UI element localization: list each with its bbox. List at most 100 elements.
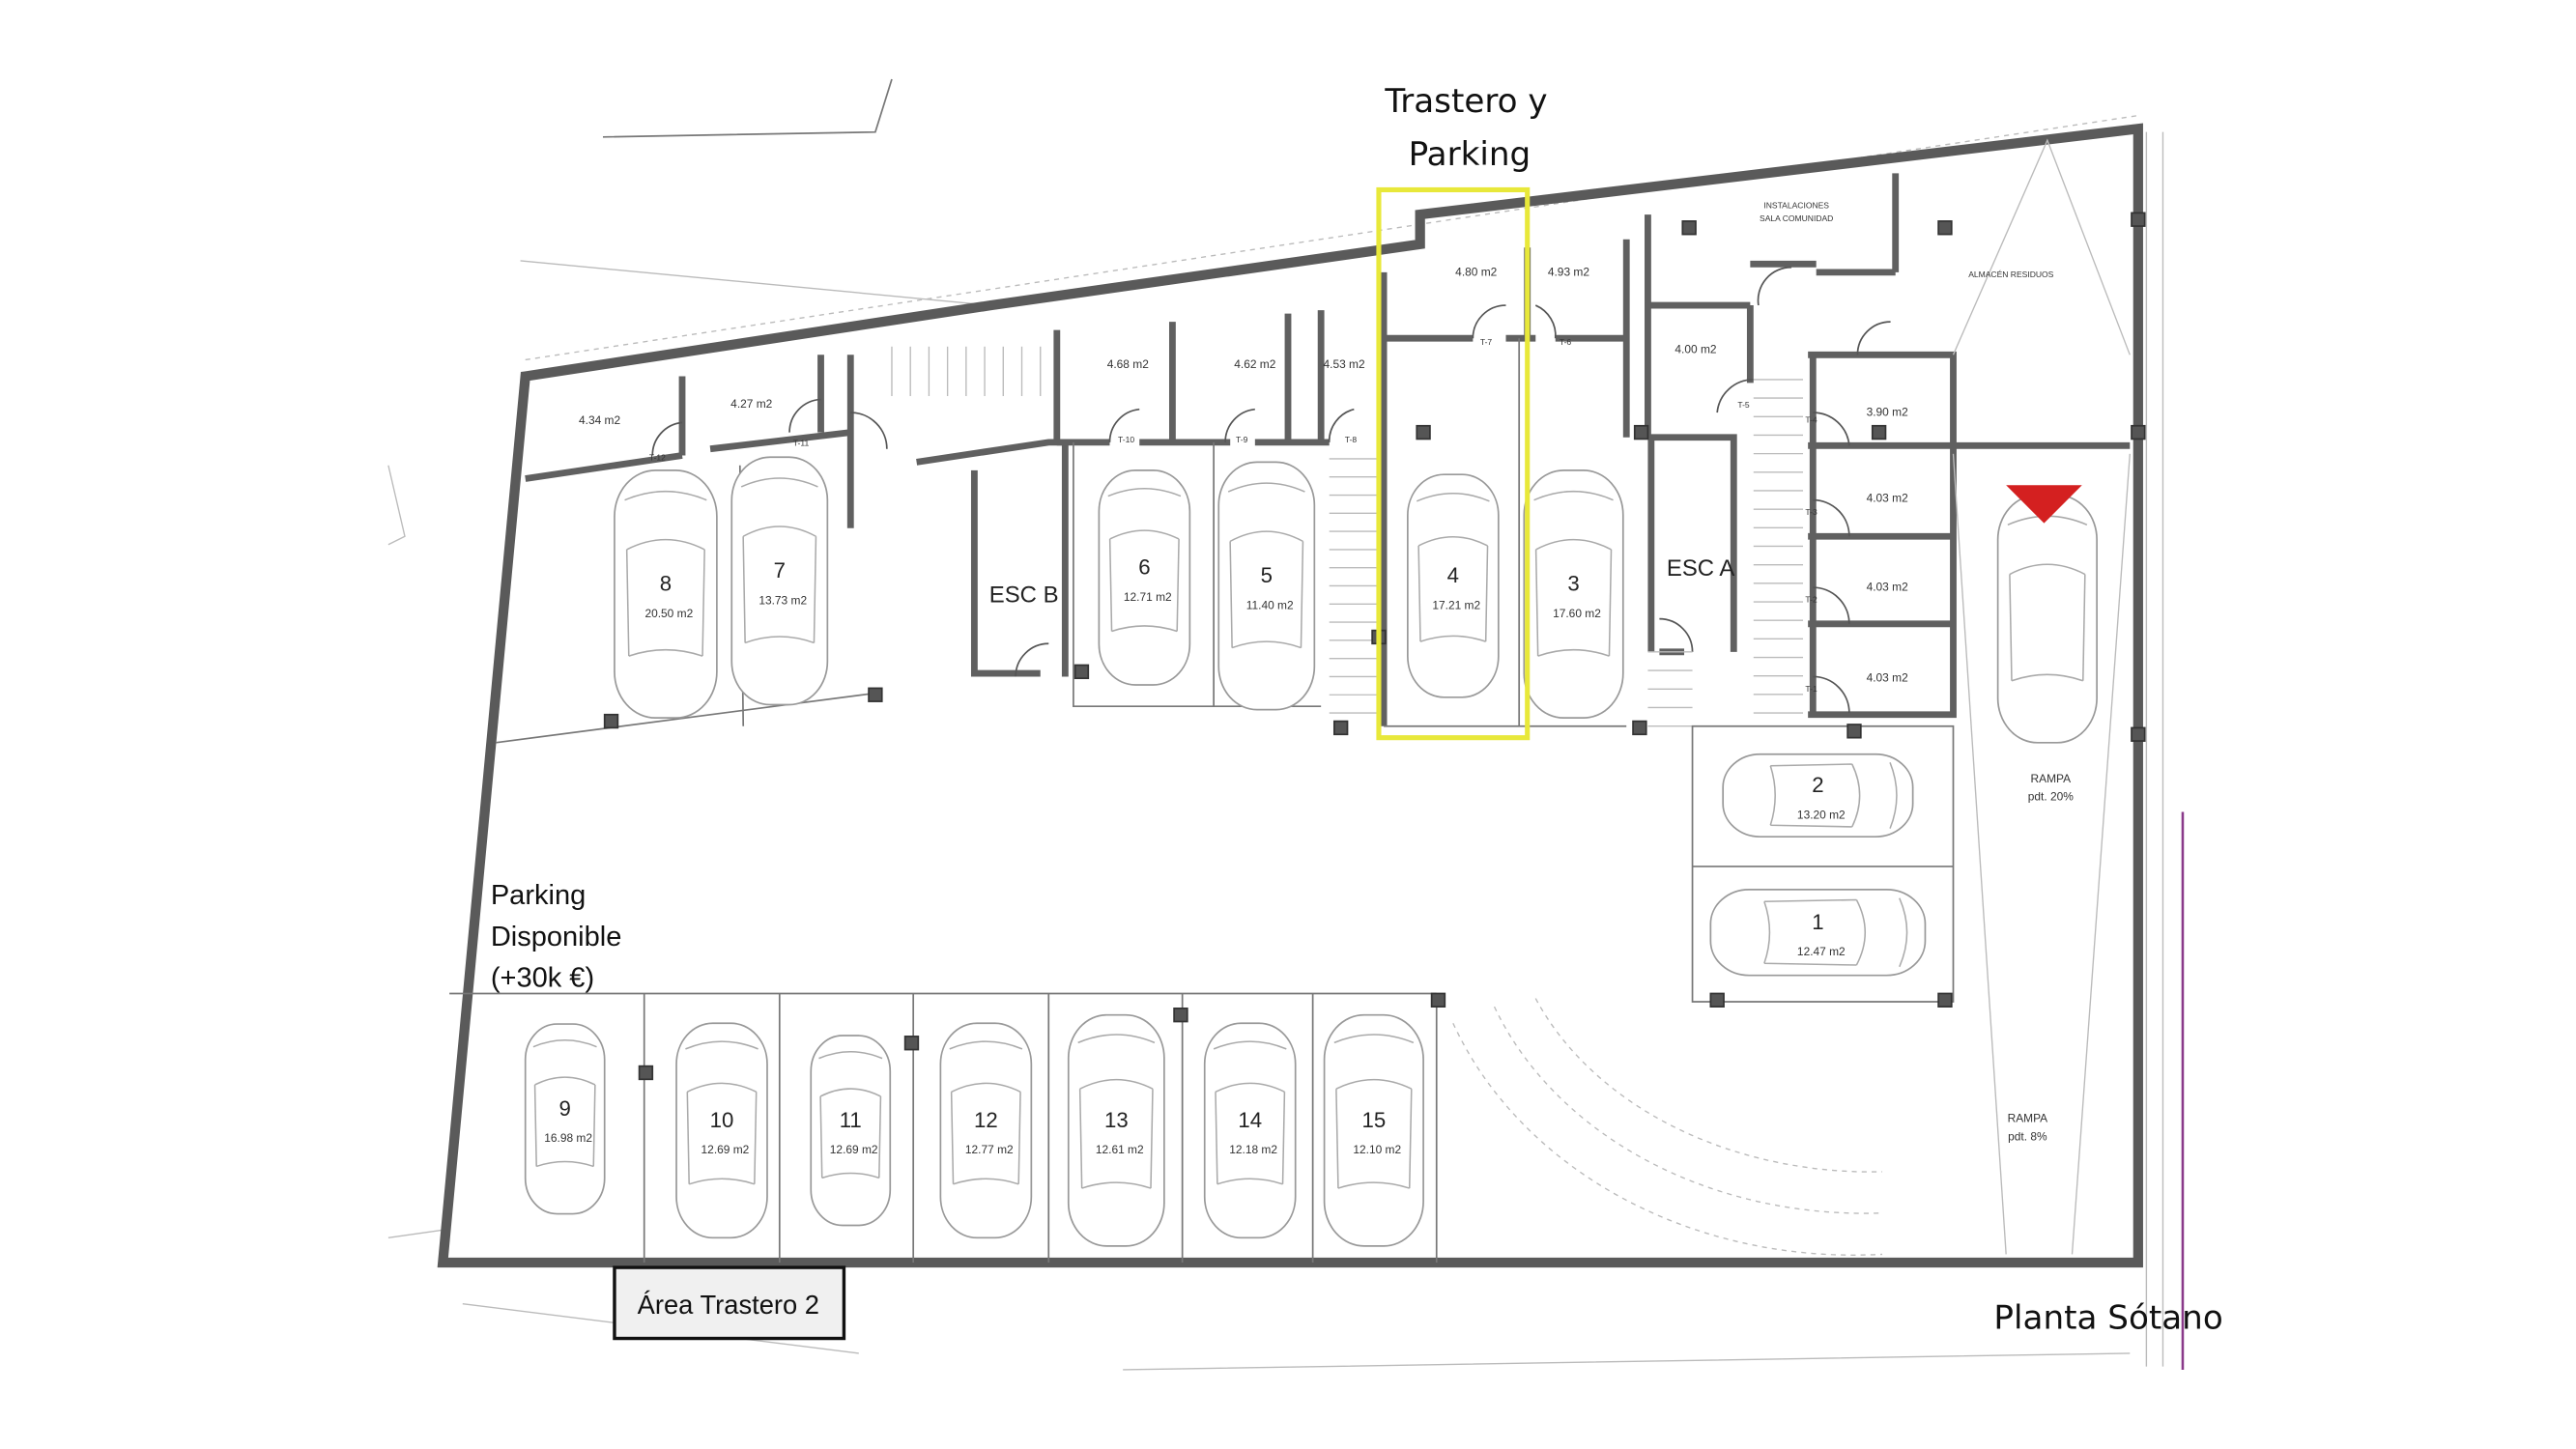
slot-area: 17.21 m2 bbox=[1432, 598, 1480, 611]
slot-number: 1 bbox=[1812, 910, 1823, 934]
ramp-2-label: RAMPA bbox=[2008, 1112, 2048, 1125]
slot-number: 12 bbox=[974, 1108, 998, 1132]
storage-area-t-3: 4.03 m2 bbox=[1867, 491, 1908, 504]
storage-area-t-7: 4.80 m2 bbox=[1455, 265, 1497, 278]
ramp-1-slope: pdt. 20% bbox=[2028, 790, 2075, 804]
storage-id-t-3: T-3 bbox=[1805, 507, 1818, 517]
column bbox=[1073, 664, 1090, 680]
slot-number: 14 bbox=[1238, 1108, 1262, 1132]
slot-number: 5 bbox=[1261, 563, 1273, 587]
storage-id-t-1: T-1 bbox=[1805, 684, 1818, 694]
stairs bbox=[891, 346, 1804, 727]
slot-number: 4 bbox=[1447, 563, 1459, 587]
column bbox=[1332, 720, 1349, 736]
storage-id-t-7: T-7 bbox=[1480, 337, 1493, 347]
column bbox=[2131, 424, 2146, 440]
column bbox=[1937, 992, 1953, 1008]
storage-area-t-8: 4.53 m2 bbox=[1324, 357, 1365, 371]
column bbox=[1173, 1007, 1188, 1023]
cars bbox=[524, 456, 2098, 1247]
slot-area: 16.98 m2 bbox=[544, 1131, 592, 1145]
outer-wall bbox=[437, 123, 2143, 1268]
stair-a-label: ESC A bbox=[1667, 555, 1734, 582]
slot-number: 11 bbox=[840, 1108, 862, 1132]
storage-area-t-12: 4.34 m2 bbox=[579, 413, 620, 427]
column bbox=[1416, 424, 1431, 440]
column bbox=[903, 1036, 920, 1051]
car-slot-3 bbox=[1523, 469, 1624, 720]
car-slot-12 bbox=[939, 1022, 1033, 1239]
car-slot-15 bbox=[1323, 1013, 1424, 1247]
slot-area: 12.10 m2 bbox=[1353, 1143, 1401, 1156]
storage-id-t-5: T-5 bbox=[1737, 400, 1750, 410]
available-line3: (+30k €) bbox=[491, 963, 594, 994]
highlight-title-line1: Trastero y bbox=[1384, 82, 1547, 121]
storage-id-t-9: T-9 bbox=[1236, 435, 1248, 444]
storage-id-t-2: T-2 bbox=[1805, 595, 1818, 605]
slot-area: 11.40 m2 bbox=[1246, 598, 1294, 611]
storage-area-t-11: 4.27 m2 bbox=[730, 397, 772, 411]
car-slot-14 bbox=[1203, 1022, 1297, 1239]
slot-number: 6 bbox=[1138, 555, 1150, 580]
slot-area: 20.50 m2 bbox=[644, 607, 693, 620]
storage-area-t-5: 4.00 m2 bbox=[1674, 343, 1716, 356]
car-ramp bbox=[1996, 494, 2098, 744]
slot-number: 13 bbox=[1104, 1108, 1129, 1132]
annotations: Trastero y Parking Parking Disponible (+… bbox=[491, 82, 2223, 1341]
storage-area-2-box bbox=[613, 1265, 846, 1341]
slot-number: 15 bbox=[1361, 1108, 1386, 1132]
storage-area-t-1: 4.03 m2 bbox=[1867, 671, 1908, 685]
slot-area: 12.77 m2 bbox=[965, 1143, 1014, 1156]
slot-area: 13.20 m2 bbox=[1797, 808, 1846, 821]
storage-id-t-6: T-6 bbox=[1560, 337, 1572, 347]
car-slot-1 bbox=[1709, 888, 1927, 977]
slot-number: 9 bbox=[559, 1096, 571, 1121]
slot-number: 10 bbox=[710, 1108, 734, 1132]
storage-id-t-8: T-8 bbox=[1345, 435, 1358, 444]
column bbox=[1871, 424, 1887, 440]
storage-area-t-10: 4.68 m2 bbox=[1107, 357, 1149, 371]
slot-area: 17.60 m2 bbox=[1553, 607, 1601, 620]
entrance-arrow-icon bbox=[2006, 485, 2082, 524]
slot-area: 12.71 m2 bbox=[1124, 590, 1172, 604]
ramp-2-slope: pdt. 8% bbox=[2008, 1130, 2047, 1144]
column bbox=[1632, 720, 1647, 736]
car-slot-4 bbox=[1407, 473, 1500, 698]
doors bbox=[651, 266, 1891, 714]
column bbox=[603, 713, 619, 729]
column bbox=[2131, 212, 2146, 227]
highlight-title-line2: Parking bbox=[1409, 135, 1531, 174]
car-slot-5 bbox=[1217, 461, 1316, 711]
car-slot-11 bbox=[810, 1035, 892, 1227]
room-sala-comunidad: SALA COMUNIDAD bbox=[1760, 213, 1833, 223]
column bbox=[868, 687, 883, 702]
column bbox=[1937, 220, 1953, 236]
room-labels: INSTALACIONES SALA COMUNIDAD ALMACÉN RES… bbox=[989, 200, 2074, 1143]
car-slot-8 bbox=[614, 469, 718, 720]
storage-area-2-label: Área Trastero 2 bbox=[638, 1290, 819, 1320]
columns bbox=[603, 212, 2146, 1081]
available-line2: Disponible bbox=[491, 922, 622, 952]
slot-number: 2 bbox=[1812, 773, 1823, 797]
slot-number: 3 bbox=[1567, 572, 1579, 596]
storage-area-t-4: 3.90 m2 bbox=[1867, 406, 1908, 419]
column bbox=[1681, 220, 1697, 236]
car-slot-6 bbox=[1098, 469, 1191, 686]
storage-id-t-4: T-4 bbox=[1805, 414, 1818, 424]
interior-walls bbox=[525, 173, 2131, 726]
car-slot-9 bbox=[524, 1023, 606, 1215]
slot-number: 8 bbox=[660, 572, 672, 596]
car-slot-2 bbox=[1722, 753, 1914, 838]
stair-b-label: ESC B bbox=[989, 582, 1059, 609]
storage-id-t-12: T-12 bbox=[649, 453, 666, 463]
slot-area: 12.47 m2 bbox=[1797, 945, 1846, 958]
slot-area: 12.61 m2 bbox=[1096, 1143, 1144, 1156]
slot-area: 13.73 m2 bbox=[758, 593, 807, 607]
car-slot-10 bbox=[675, 1022, 768, 1239]
column bbox=[1430, 992, 1446, 1008]
column bbox=[638, 1065, 654, 1081]
slot-number: 7 bbox=[774, 558, 786, 582]
storage-area-t-2: 4.03 m2 bbox=[1867, 581, 1908, 594]
column bbox=[2131, 726, 2146, 742]
